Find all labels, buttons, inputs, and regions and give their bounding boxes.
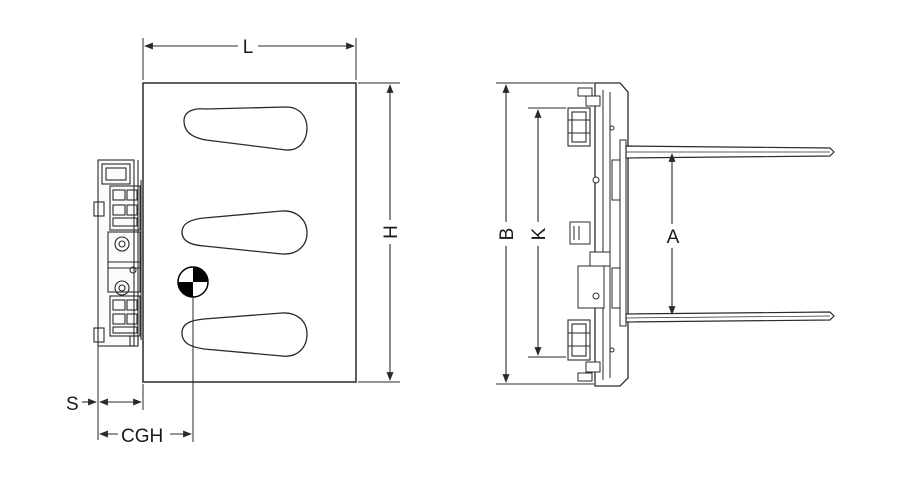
dimension-L: L [142, 35, 357, 80]
dimension-label-L: L [243, 37, 254, 58]
front-view: B K A [496, 82, 835, 387]
clamp-pad-top [567, 107, 591, 147]
dimension-CGH: CGH [99, 297, 194, 447]
center-of-gravity-symbol [177, 266, 209, 298]
dimension-label-CGH: CGH [121, 426, 163, 447]
fork-top [625, 145, 835, 159]
dimension-H: H [358, 82, 402, 383]
pad-cutout-top [183, 106, 308, 151]
carriage-mount [93, 159, 142, 347]
dimension-B: B [496, 82, 594, 385]
dimension-label-A: A [667, 227, 680, 248]
dimension-label-K: K [529, 227, 550, 240]
dimension-A: A [662, 153, 684, 315]
carriage-details [569, 125, 627, 353]
dimension-K: K [528, 107, 566, 358]
fork-bottom [625, 311, 835, 323]
pad-cutout-middle [181, 210, 308, 255]
clamp-pad-plate [142, 82, 357, 383]
clamp-pad-bottom [567, 319, 591, 361]
pad-cutout-bottom [181, 312, 308, 357]
dimension-label-S: S [66, 394, 79, 415]
side-view: L H S CGH [66, 35, 402, 447]
dimension-label-B: B [497, 228, 518, 241]
dimension-S: S [66, 346, 144, 440]
dimension-label-H: H [381, 225, 402, 239]
